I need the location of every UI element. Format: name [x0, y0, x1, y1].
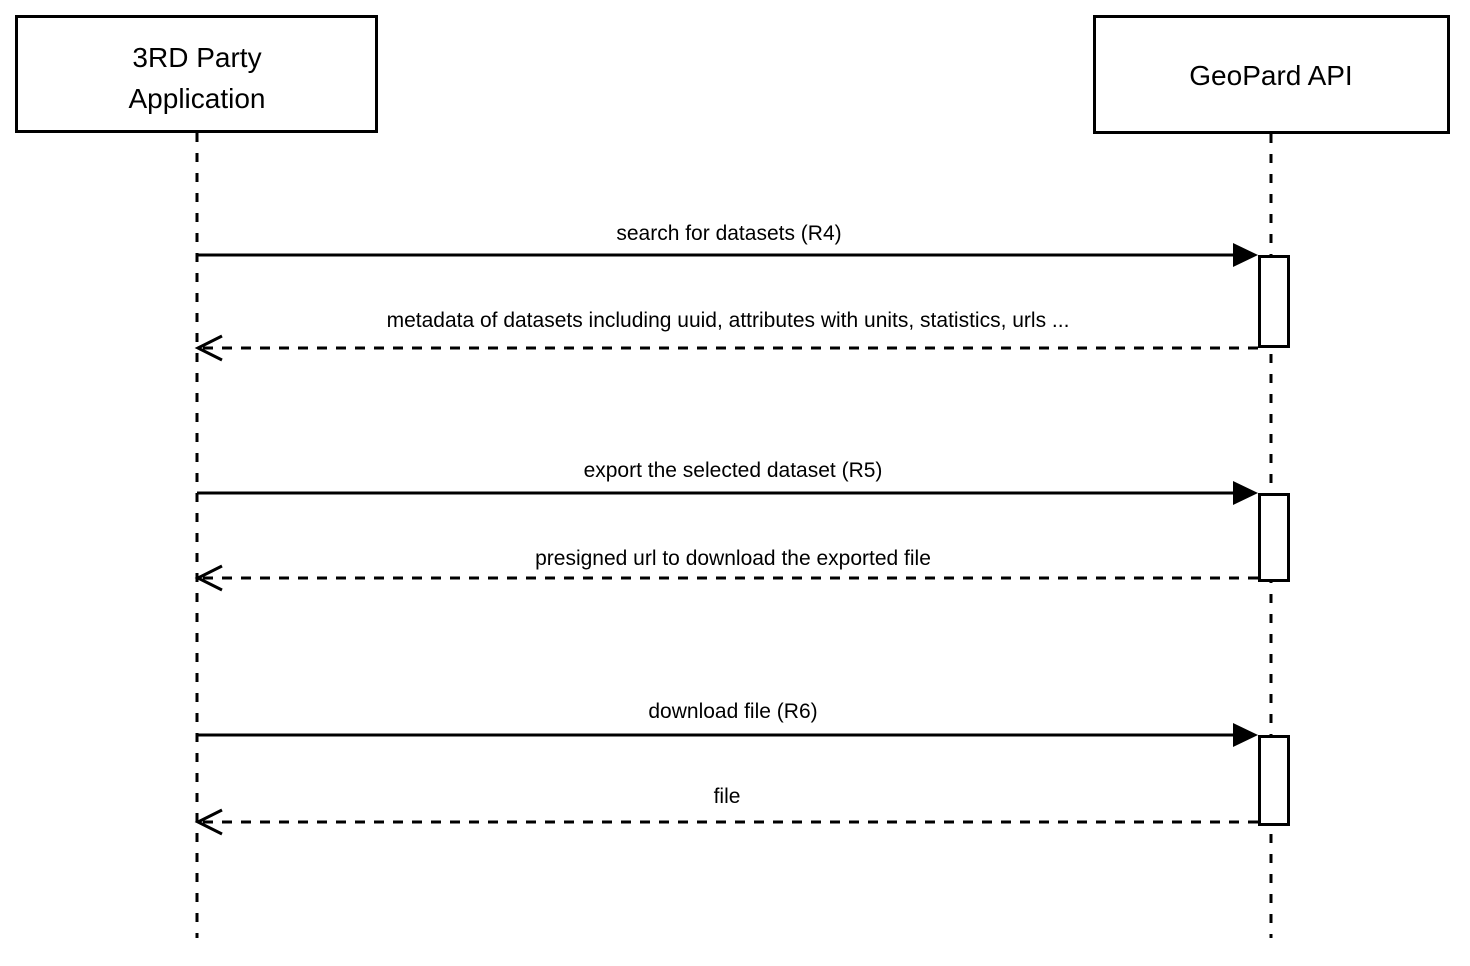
- message-file[interactable]: file: [194, 785, 1258, 836]
- arrowhead-open-icon: [194, 334, 223, 362]
- arrowhead-filled-icon: [1233, 723, 1258, 747]
- activation-bar: [1258, 735, 1290, 826]
- participant-geopard-api[interactable]: GeoPard API: [1093, 15, 1450, 134]
- participant-box: [1093, 15, 1450, 134]
- message-label: export the selected dataset (R5): [584, 459, 883, 482]
- message-label: download file (R6): [648, 700, 817, 723]
- message-label: search for datasets (R4): [616, 222, 841, 245]
- message-download-file[interactable]: download file (R6): [197, 700, 1258, 747]
- message-search-for-datasets[interactable]: search for datasets (R4): [197, 222, 1258, 267]
- arrowhead-filled-icon: [1233, 243, 1258, 267]
- arrowhead-filled-icon: [1233, 481, 1258, 505]
- participant-box: [15, 15, 378, 133]
- activation-bar: [1258, 255, 1290, 348]
- arrowhead-open-icon: [194, 808, 223, 836]
- activation-bar: [1258, 493, 1290, 582]
- message-label: file: [714, 785, 741, 808]
- message-export-the-selected-dataset[interactable]: export the selected dataset (R5): [197, 459, 1258, 505]
- message-label: metadata of datasets including uuid, att…: [387, 309, 1070, 332]
- participant-label-line1: GeoPard API: [1189, 60, 1352, 91]
- message-label: presigned url to download the exported f…: [535, 547, 931, 570]
- participant-third-party-application[interactable]: 3RD Party Application: [15, 15, 378, 133]
- activation-bars: [1258, 255, 1290, 826]
- message-metadata-of-datasets[interactable]: metadata of datasets including uuid, att…: [194, 309, 1258, 362]
- message-presigned-url[interactable]: presigned url to download the exported f…: [194, 547, 1258, 592]
- participant-label-line2: Application: [129, 83, 266, 114]
- participant-label-line1: 3RD Party: [132, 42, 261, 73]
- arrowhead-open-icon: [194, 564, 223, 592]
